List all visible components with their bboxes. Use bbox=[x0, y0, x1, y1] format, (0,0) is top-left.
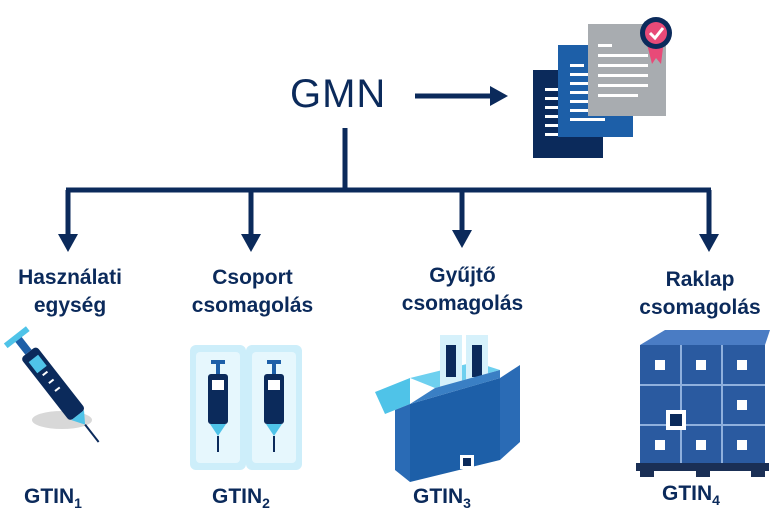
level-4-label: Raklap csomagolás bbox=[628, 266, 772, 322]
level-3-label: Gyűjtő csomagolás bbox=[390, 262, 535, 318]
gmn-to-documents-arrow-head bbox=[490, 86, 508, 106]
syringe-icon bbox=[3, 326, 100, 443]
level-4-label-line1: Raklap bbox=[665, 268, 735, 291]
gtin-3-subscript: 3 bbox=[463, 495, 471, 511]
gmn-root-label: GMN bbox=[290, 72, 387, 116]
level-1-label-line2: egység bbox=[33, 294, 107, 317]
gtin-4-subscript: 4 bbox=[712, 492, 720, 508]
level-2-label-line2: csomagolás bbox=[191, 294, 314, 317]
open-box-icon bbox=[375, 335, 520, 482]
level-3-label-line1: Gyűjtő bbox=[429, 264, 496, 287]
gtin-4-label: GTIN4 bbox=[662, 482, 720, 508]
level-2-label-line1: Csoport bbox=[212, 266, 293, 289]
gtin-1-subscript: 1 bbox=[74, 495, 82, 511]
gtin-3-label: GTIN3 bbox=[413, 485, 471, 511]
gtin-2-label: GTIN2 bbox=[212, 485, 270, 511]
level-3-label-line2: csomagolás bbox=[401, 292, 524, 315]
gtin-1-code: GTIN bbox=[24, 485, 75, 508]
level-1-label: Használati egység bbox=[2, 264, 138, 320]
gtin-2-code: GTIN bbox=[212, 485, 263, 508]
level-2-label: Csoport csomagolás bbox=[180, 264, 325, 320]
blister-pack-icon bbox=[190, 345, 302, 470]
gtin-1-label: GTIN1 bbox=[24, 485, 82, 511]
pallet-icon bbox=[636, 330, 770, 477]
certificate-documents-icon bbox=[533, 17, 672, 158]
level-4-label-line2: csomagolás bbox=[639, 296, 761, 319]
branch-arrows bbox=[58, 190, 719, 252]
level-1-label-line1: Használati bbox=[18, 266, 122, 289]
gtin-2-subscript: 2 bbox=[262, 495, 270, 511]
gtin-3-code: GTIN bbox=[413, 485, 464, 508]
gtin-4-code: GTIN bbox=[662, 482, 713, 505]
